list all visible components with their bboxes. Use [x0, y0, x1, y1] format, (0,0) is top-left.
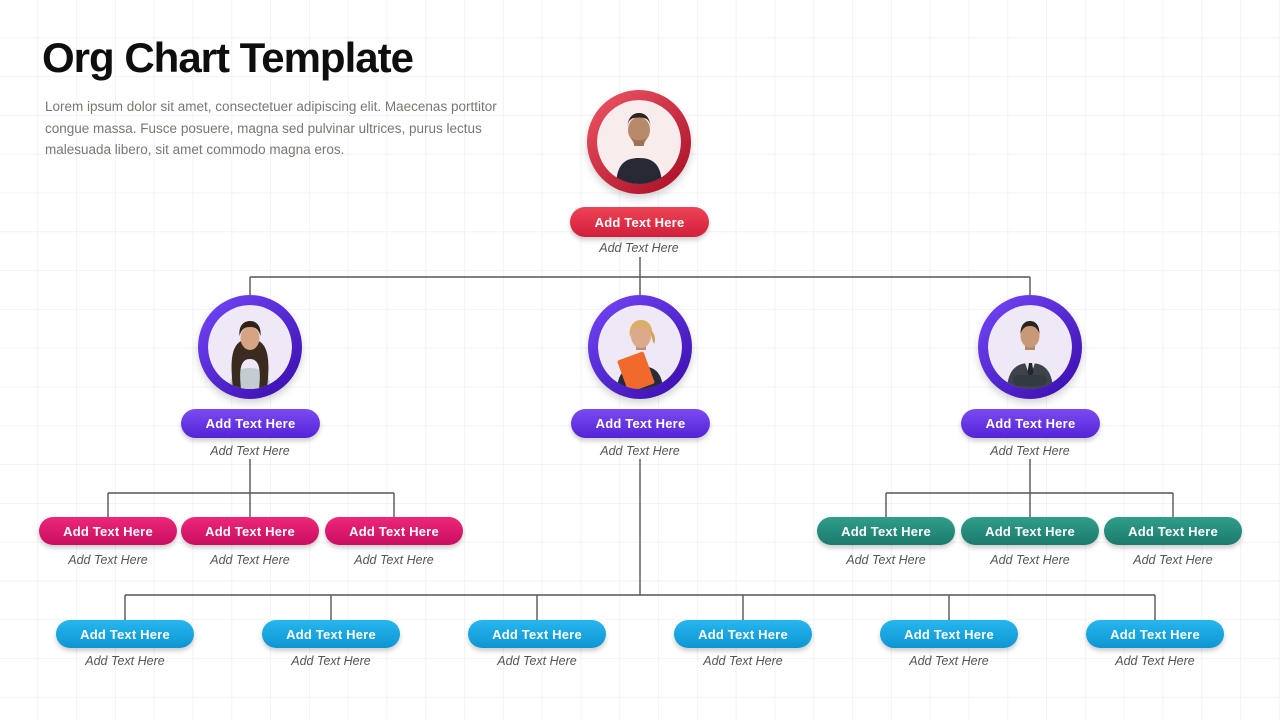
team-left-1-caption: Add Text Here — [68, 553, 148, 567]
manager3-photo-frame — [978, 295, 1082, 399]
team-left-2-caption: Add Text Here — [210, 553, 290, 567]
team-bottom-1-caption: Add Text Here — [85, 654, 165, 668]
woman-long-hair-avatar-icon — [208, 305, 292, 389]
team-bottom-4-add-text-button[interactable]: Add Text Here — [674, 620, 812, 648]
manager1-photo-frame — [198, 295, 302, 399]
manager2-caption: Add Text Here — [600, 444, 680, 458]
team-bottom-5-add-text-button[interactable]: Add Text Here — [880, 620, 1018, 648]
man-dark-shirt-avatar-icon — [597, 100, 681, 184]
manager3-add-text-button[interactable]: Add Text Here — [961, 409, 1100, 438]
team-left-3-caption: Add Text Here — [354, 553, 434, 567]
woman-blonde-folder-avatar-icon — [598, 305, 682, 389]
page-description: Lorem ipsum dolor sit amet, consectetuer… — [45, 99, 497, 157]
root-add-text-button[interactable]: Add Text Here — [570, 207, 709, 237]
team-right-3-caption: Add Text Here — [1133, 553, 1213, 567]
manager2-photo-frame — [588, 295, 692, 399]
team-right-1-add-text-button[interactable]: Add Text Here — [817, 517, 955, 545]
team-right-3-add-text-button[interactable]: Add Text Here — [1104, 517, 1242, 545]
team-right-2-caption: Add Text Here — [990, 553, 1070, 567]
team-left-1-add-text-button[interactable]: Add Text Here — [39, 517, 177, 545]
team-bottom-6-add-text-button[interactable]: Add Text Here — [1086, 620, 1224, 648]
team-bottom-6-caption: Add Text Here — [1115, 654, 1195, 668]
team-bottom-2-add-text-button[interactable]: Add Text Here — [262, 620, 400, 648]
root-photo-frame — [587, 90, 691, 194]
manager1-caption: Add Text Here — [210, 444, 290, 458]
team-bottom-1-add-text-button[interactable]: Add Text Here — [56, 620, 194, 648]
man-suit-avatar-icon — [988, 305, 1072, 389]
team-left-3-add-text-button[interactable]: Add Text Here — [325, 517, 463, 545]
manager3-caption: Add Text Here — [990, 444, 1070, 458]
team-bottom-3-caption: Add Text Here — [497, 654, 577, 668]
team-right-2-add-text-button[interactable]: Add Text Here — [961, 517, 1099, 545]
manager2-add-text-button[interactable]: Add Text Here — [571, 409, 710, 438]
manager1-add-text-button[interactable]: Add Text Here — [181, 409, 320, 438]
root-caption: Add Text Here — [599, 241, 679, 255]
team-bottom-5-caption: Add Text Here — [909, 654, 989, 668]
team-right-1-caption: Add Text Here — [846, 553, 926, 567]
team-bottom-3-add-text-button[interactable]: Add Text Here — [468, 620, 606, 648]
team-bottom-4-caption: Add Text Here — [703, 654, 783, 668]
page-title: Org Chart Template — [42, 34, 414, 81]
team-left-2-add-text-button[interactable]: Add Text Here — [181, 517, 319, 545]
team-bottom-2-caption: Add Text Here — [291, 654, 371, 668]
